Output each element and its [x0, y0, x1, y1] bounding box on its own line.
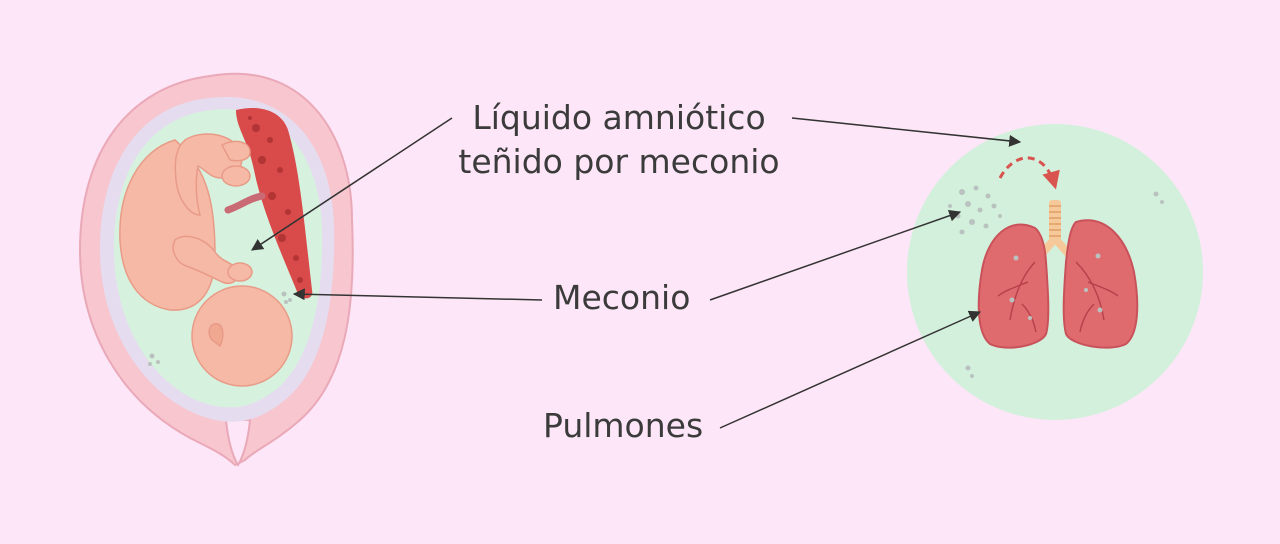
inhalation-dashed-arrow	[998, 156, 1060, 190]
arrow-meconium-to-uterus	[292, 288, 543, 301]
right-lung	[1062, 219, 1139, 349]
label-meconium: Meconio	[553, 278, 691, 317]
umbilical-cord	[224, 192, 266, 214]
label-amniotic-fluid: Líquido amniótico teñido por meconio	[456, 96, 782, 184]
label-lungs: Pulmones	[543, 406, 704, 445]
arrow-amniotic-to-lungs	[791, 117, 1022, 147]
placenta-texture	[248, 116, 303, 283]
fetus	[119, 133, 293, 387]
uterus-illustration	[78, 72, 354, 467]
arrow-amniotic-to-uterus	[250, 117, 453, 251]
arrow-lungs-label	[719, 310, 982, 429]
placenta	[236, 108, 313, 299]
label-amniotic-line2: teñido por meconio	[458, 142, 780, 181]
cervix	[224, 419, 252, 467]
lungs-background-circle	[907, 124, 1203, 420]
meconium-particles-uterus	[148, 291, 292, 366]
label-amniotic-line1: Líquido amniótico	[472, 98, 766, 137]
pointer-arrows	[250, 117, 1022, 429]
meconium-particles-lungs	[948, 185, 1164, 378]
arrow-meconium-to-lungs	[709, 209, 962, 301]
bronchi	[997, 261, 1119, 333]
lungs-illustration	[907, 124, 1203, 420]
